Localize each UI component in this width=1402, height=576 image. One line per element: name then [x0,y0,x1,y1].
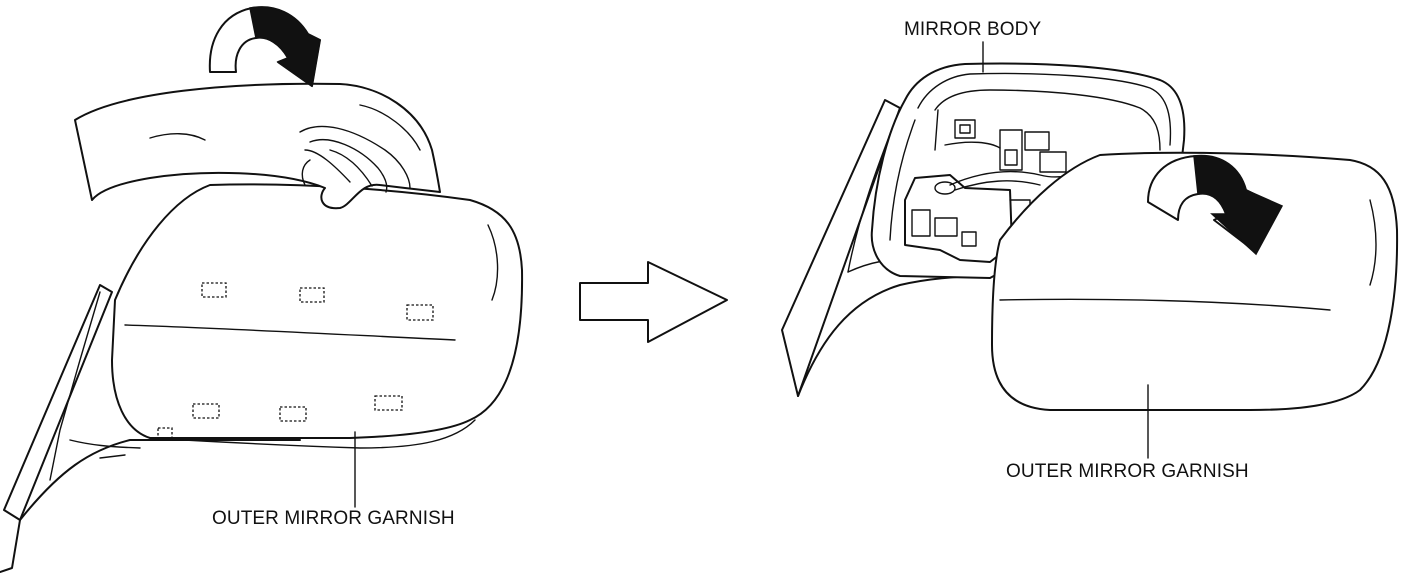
mirror-actuator-mechanism [904,119,1086,263]
left-outer-mirror-garnish [111,183,524,439]
clip-location [374,395,403,411]
clip-location [157,427,173,439]
right-outer-mirror-garnish [991,151,1399,411]
right-rotation-arrow-icon [1147,154,1284,256]
right-garnish-label: OUTER MIRROR GARNISH [1006,461,1249,482]
clip-location [406,304,434,321]
clip-location [201,282,227,298]
hand-illustration [74,82,441,210]
step-arrow-icon [579,261,728,343]
mirror-body-label: MIRROR BODY [904,19,1042,40]
left-mirror-assembly [0,6,524,573]
clip-location [299,287,325,303]
left-garnish-label: OUTER MIRROR GARNISH [212,508,455,529]
left-rotation-arrow-icon [208,6,321,88]
right-mirror-assembly [781,41,1399,459]
left-door-mount [3,284,113,521]
clip-location [279,406,307,422]
clip-location [192,403,220,419]
